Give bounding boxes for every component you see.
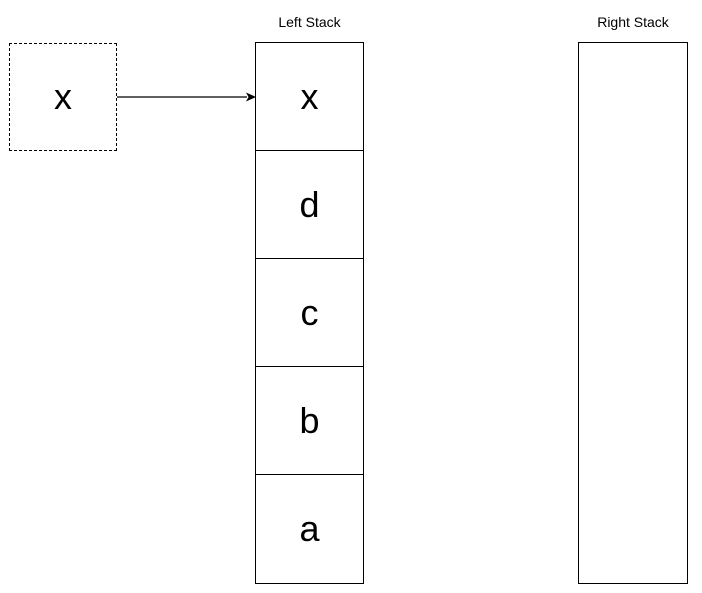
left-stack-item-label: c: [300, 291, 319, 333]
push-arrow-head: [246, 92, 256, 102]
right-stack: [578, 42, 688, 584]
left-stack-item-label: b: [299, 399, 320, 441]
left-stack-cell: b: [256, 367, 363, 475]
left-stack-cell: c: [256, 259, 363, 367]
left-stack-item-label: a: [299, 508, 320, 549]
left-stack: x d c b a: [255, 42, 364, 584]
right-stack-title: Right Stack: [597, 14, 669, 30]
left-stack-title: Left Stack: [278, 14, 341, 30]
left-stack-cell: d: [256, 151, 363, 259]
incoming-item-label: x: [54, 76, 72, 117]
incoming-item-box: x: [9, 43, 117, 151]
left-stack-item-label: d: [299, 183, 320, 225]
left-stack-cell: a: [256, 475, 363, 583]
left-stack-item-label: x: [300, 75, 319, 117]
left-stack-cell: x: [256, 43, 363, 151]
push-arrow: [117, 92, 256, 102]
